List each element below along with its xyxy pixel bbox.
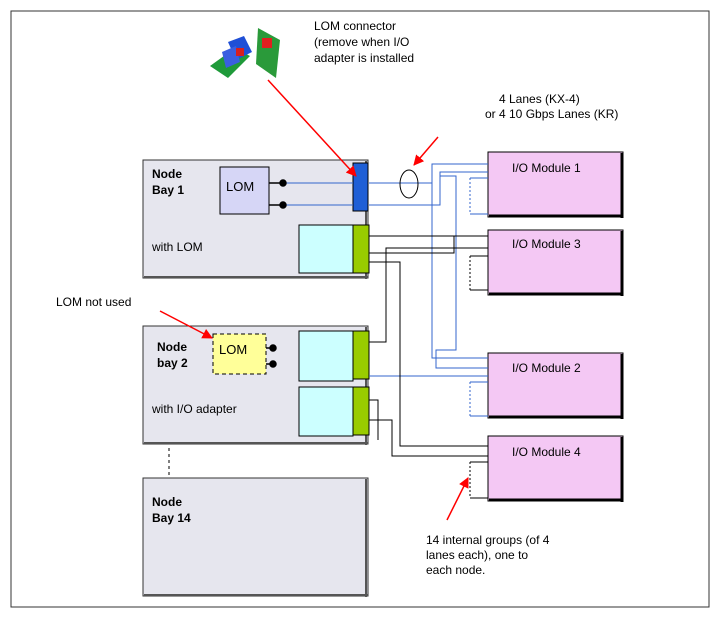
module-port-groups [469, 177, 488, 499]
lanes-annotation: 4 Lanes (KX-4) or 4 10 Gbps Lanes (KR) [485, 92, 618, 121]
arrow-lom-connector [267, 79, 357, 177]
io-module-1: I/O Module 1 [487, 151, 624, 218]
lom-chip-bay-2 [212, 333, 267, 375]
io-module-2: I/O Module 2 [487, 352, 624, 419]
lom-connector-annotation: LOM connector (remove when I/O adapter i… [314, 19, 414, 65]
adapter-slot-bay-2-top [298, 330, 354, 382]
lom-connector-image [210, 28, 280, 78]
node-bay-1-caption: with LOM [151, 240, 203, 254]
adapter-connector-bay-2-bottom [352, 386, 370, 436]
adapter-connector-bay-1 [352, 224, 370, 274]
io-module-1-label: I/O Module 1 [512, 161, 581, 175]
arrow-lanes [413, 136, 439, 166]
io-module-4-label: I/O Module 4 [512, 445, 581, 459]
arrow-internal-groups [446, 477, 469, 521]
lom-bay-1-ports [269, 179, 287, 209]
node-bay-2-caption: with I/O adapter [151, 402, 237, 416]
lom-bay-2-ports [266, 344, 277, 368]
io-module-3-label: I/O Module 3 [512, 237, 581, 251]
node-bay-2-title: Node bay 2 [157, 340, 190, 370]
black-lanes [369, 235, 488, 457]
node-bay-14: Node Bay 14 [142, 477, 369, 597]
io-module-2-label: I/O Module 2 [512, 361, 581, 375]
lom-chip-bay-1-label: LOM [226, 179, 254, 194]
node-bay-1-title: Node Bay 1 [152, 167, 185, 197]
lane-bundle-ellipse [399, 169, 419, 199]
lom-not-used-label: LOM not used [56, 295, 131, 309]
node-bay-2: Node bay 2 LOM with I/O adapter [142, 325, 370, 445]
arrow-lom-not-used [159, 310, 213, 339]
adapter-connector-bay-2-top [352, 330, 370, 380]
io-module-4: I/O Module 4 [487, 435, 624, 502]
red-arrows [159, 79, 469, 521]
lom-chip-bay-1 [219, 166, 270, 215]
lom-connector-bay-1 [352, 162, 369, 212]
internal-groups-annotation: 14 internal groups (of 4 lanes each), on… [426, 533, 553, 577]
adapter-slot-bay-1 [298, 224, 354, 274]
lom-chip-bay-2-label: LOM [219, 342, 247, 357]
io-module-3: I/O Module 3 [487, 229, 624, 296]
node-bay-1: Node Bay 1 LOM with LOM [142, 159, 370, 279]
adapter-slot-bay-2-bottom [298, 386, 354, 437]
node-bay-14-title: Node Bay 14 [152, 495, 191, 525]
blue-lanes [283, 163, 488, 377]
